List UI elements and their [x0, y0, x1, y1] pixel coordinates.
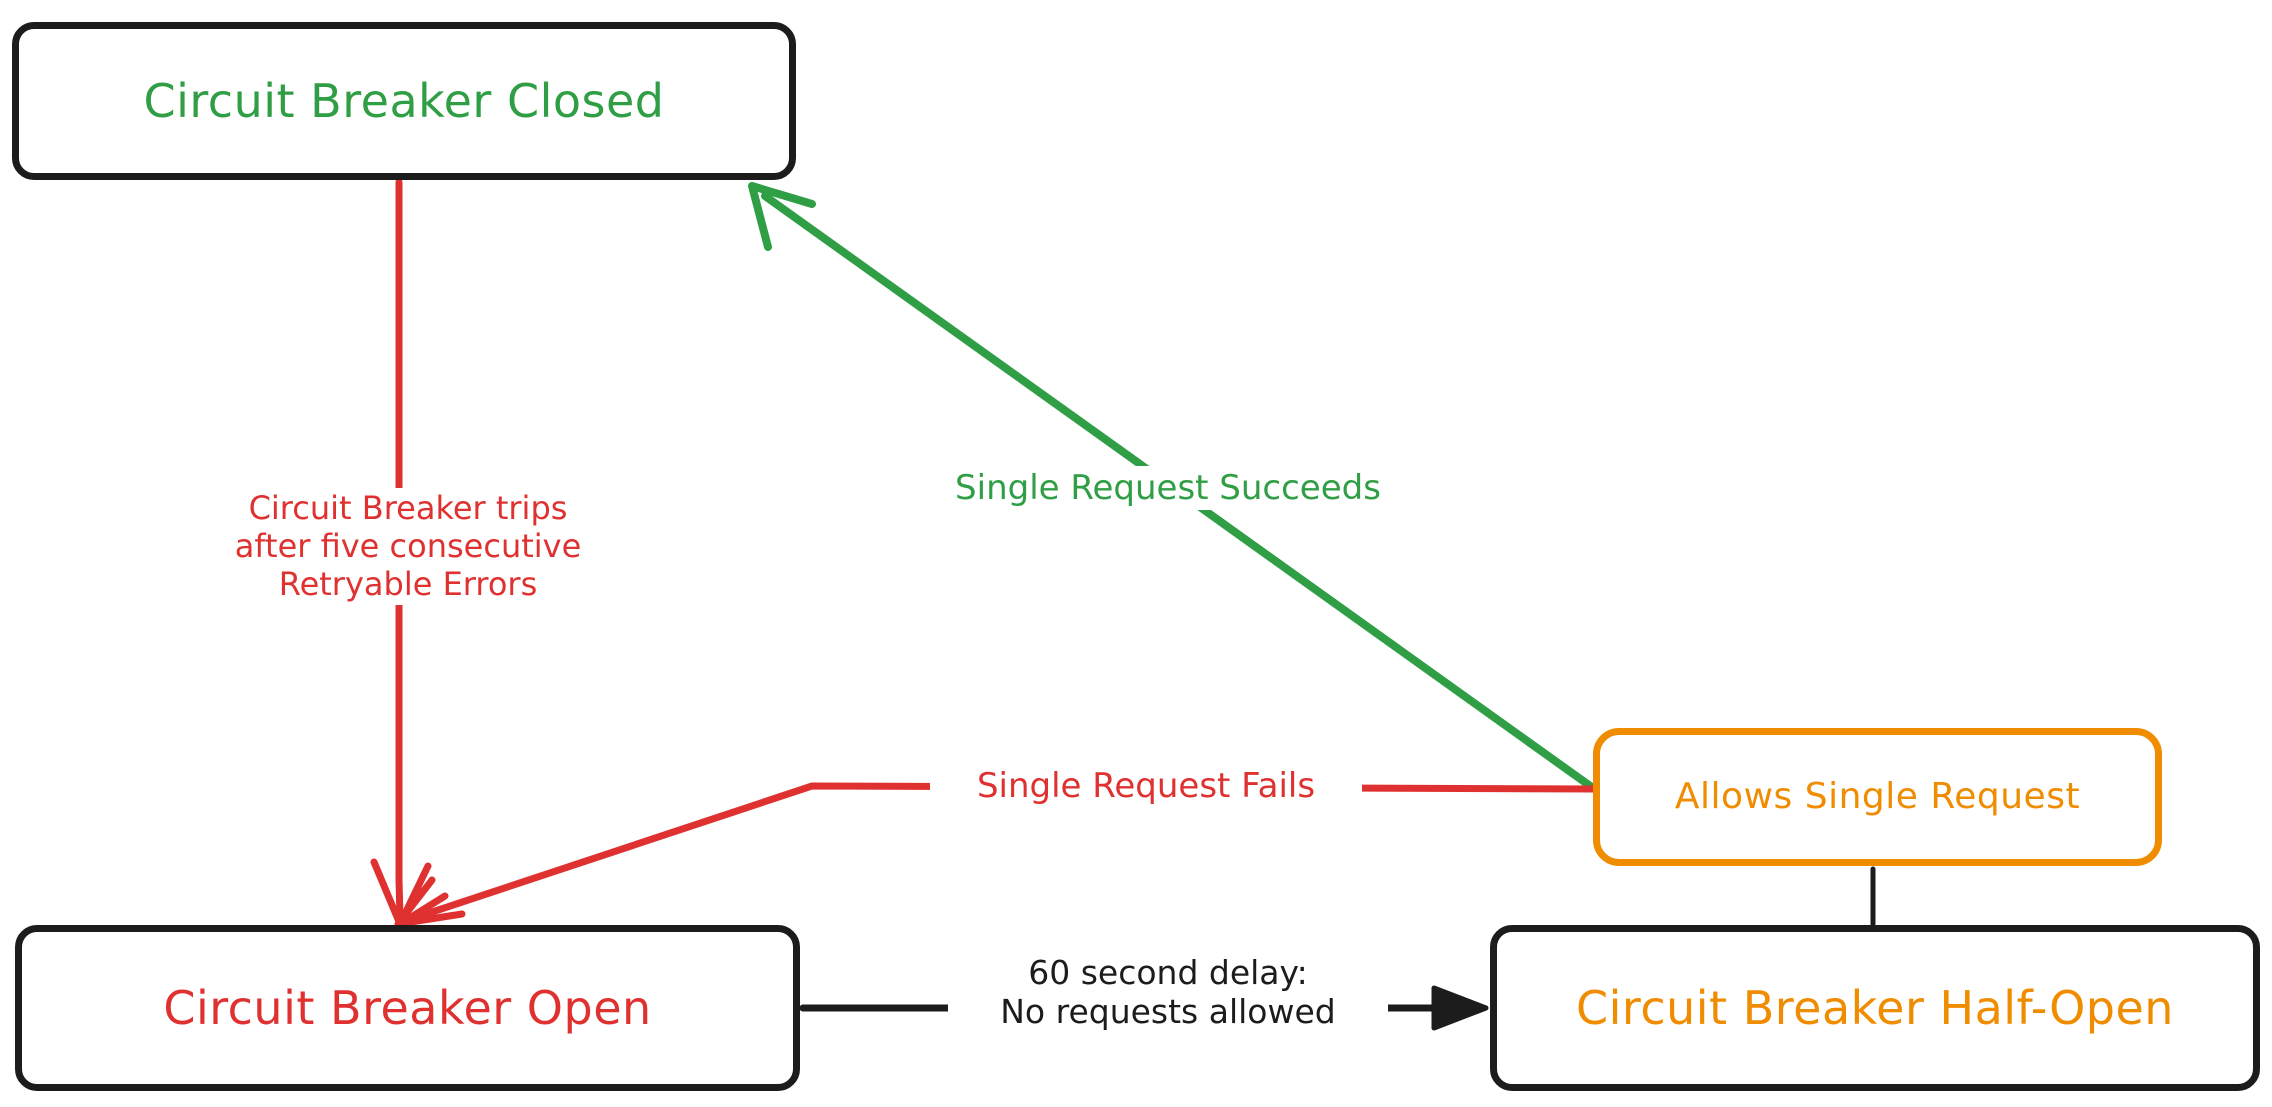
state-node-label: Allows Single Request [1674, 776, 2081, 818]
edge-label-allows-to-open: Single Request Fails [930, 764, 1362, 809]
state-node-label: Circuit Breaker Half-Open [1576, 980, 2174, 1035]
edge-label-allows-to-closed: Single Request Succeeds [908, 466, 1428, 511]
edge-label-closed-to-open: Circuit Breaker trips after five consecu… [176, 488, 640, 606]
state-node-label: Circuit Breaker Open [163, 980, 652, 1035]
state-node-circuit-breaker-open[interactable]: Circuit Breaker Open [15, 925, 800, 1091]
state-node-circuit-breaker-half-open[interactable]: Circuit Breaker Half-Open [1490, 925, 2260, 1091]
state-node-allows-single-request[interactable]: Allows Single Request [1593, 728, 2162, 866]
state-node-circuit-breaker-closed[interactable]: Circuit Breaker Closed [12, 22, 796, 180]
state-node-label: Circuit Breaker Closed [143, 73, 665, 128]
edge-label-open-to-halfopen: 60 second delay: No requests allowed [948, 952, 1388, 1034]
